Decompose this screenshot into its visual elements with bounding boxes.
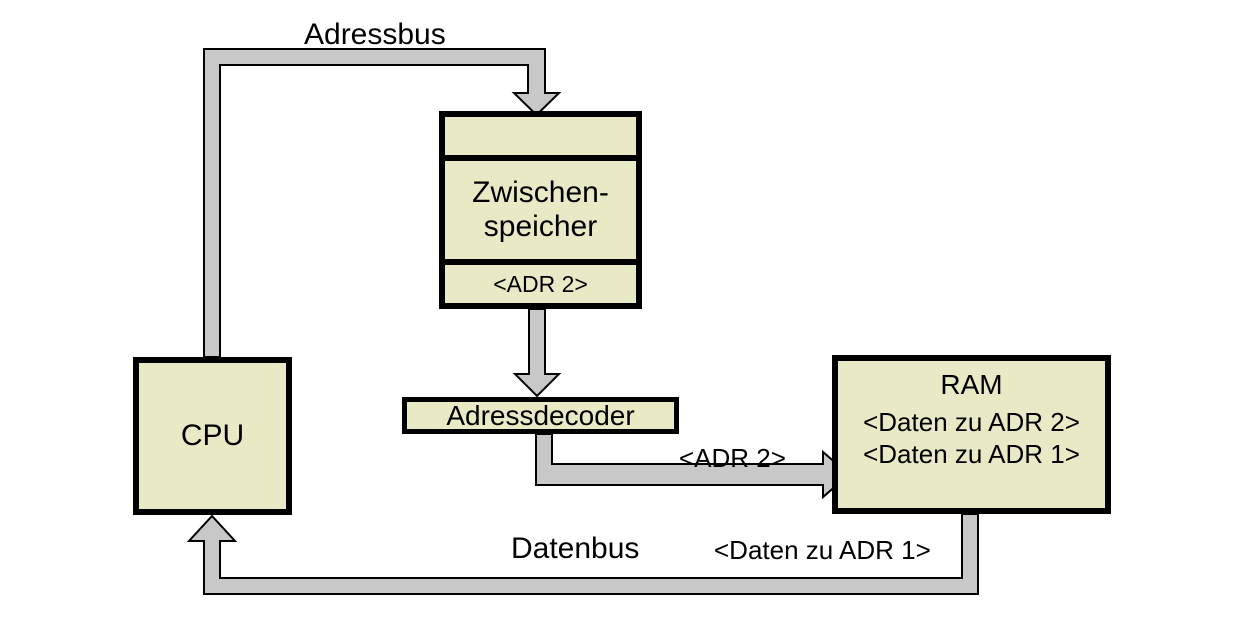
zwischenspeicher-label-line2: speicher bbox=[483, 210, 598, 243]
ram-title: RAM bbox=[940, 369, 1003, 400]
cpu-label: CPU bbox=[180, 419, 245, 452]
node-adressdecoder[interactable]: Adressdecoder bbox=[402, 397, 679, 434]
datenbus-label: Datenbus bbox=[511, 532, 640, 565]
datenbus-payload-label: <Daten zu ADR 1> bbox=[714, 535, 931, 565]
adressbus-path bbox=[203, 48, 562, 358]
ram-line-adr1: <Daten zu ADR 1> bbox=[863, 438, 1080, 469]
zwischenspeicher-adr-value: <ADR 2> bbox=[493, 270, 588, 297]
zwischenspeicher-row-label: Zwischen- speicher bbox=[445, 161, 636, 265]
zwischenspeicher-row-top bbox=[445, 117, 636, 161]
zwischenspeicher-label-line1: Zwischen- bbox=[472, 176, 609, 210]
adressbus-label: Adressbus bbox=[304, 18, 446, 51]
datenbus-path bbox=[186, 513, 979, 595]
ram-line-adr2: <Daten zu ADR 2> bbox=[863, 407, 1080, 437]
node-cpu[interactable]: CPU bbox=[133, 357, 292, 515]
node-zwischenspeicher[interactable]: Zwischen- speicher <ADR 2> bbox=[439, 111, 642, 309]
adressdecoder-label: Adressdecoder bbox=[446, 399, 635, 431]
zwischenspeicher-row-bottom: <ADR 2> bbox=[445, 265, 636, 303]
zwischenspeicher-to-adressdecoder-arrow bbox=[512, 308, 562, 398]
adressdecoder-to-ram-label: <ADR 2> bbox=[679, 443, 786, 473]
node-ram[interactable]: RAM <Daten zu ADR 2> <Daten zu ADR 1> bbox=[832, 355, 1111, 514]
